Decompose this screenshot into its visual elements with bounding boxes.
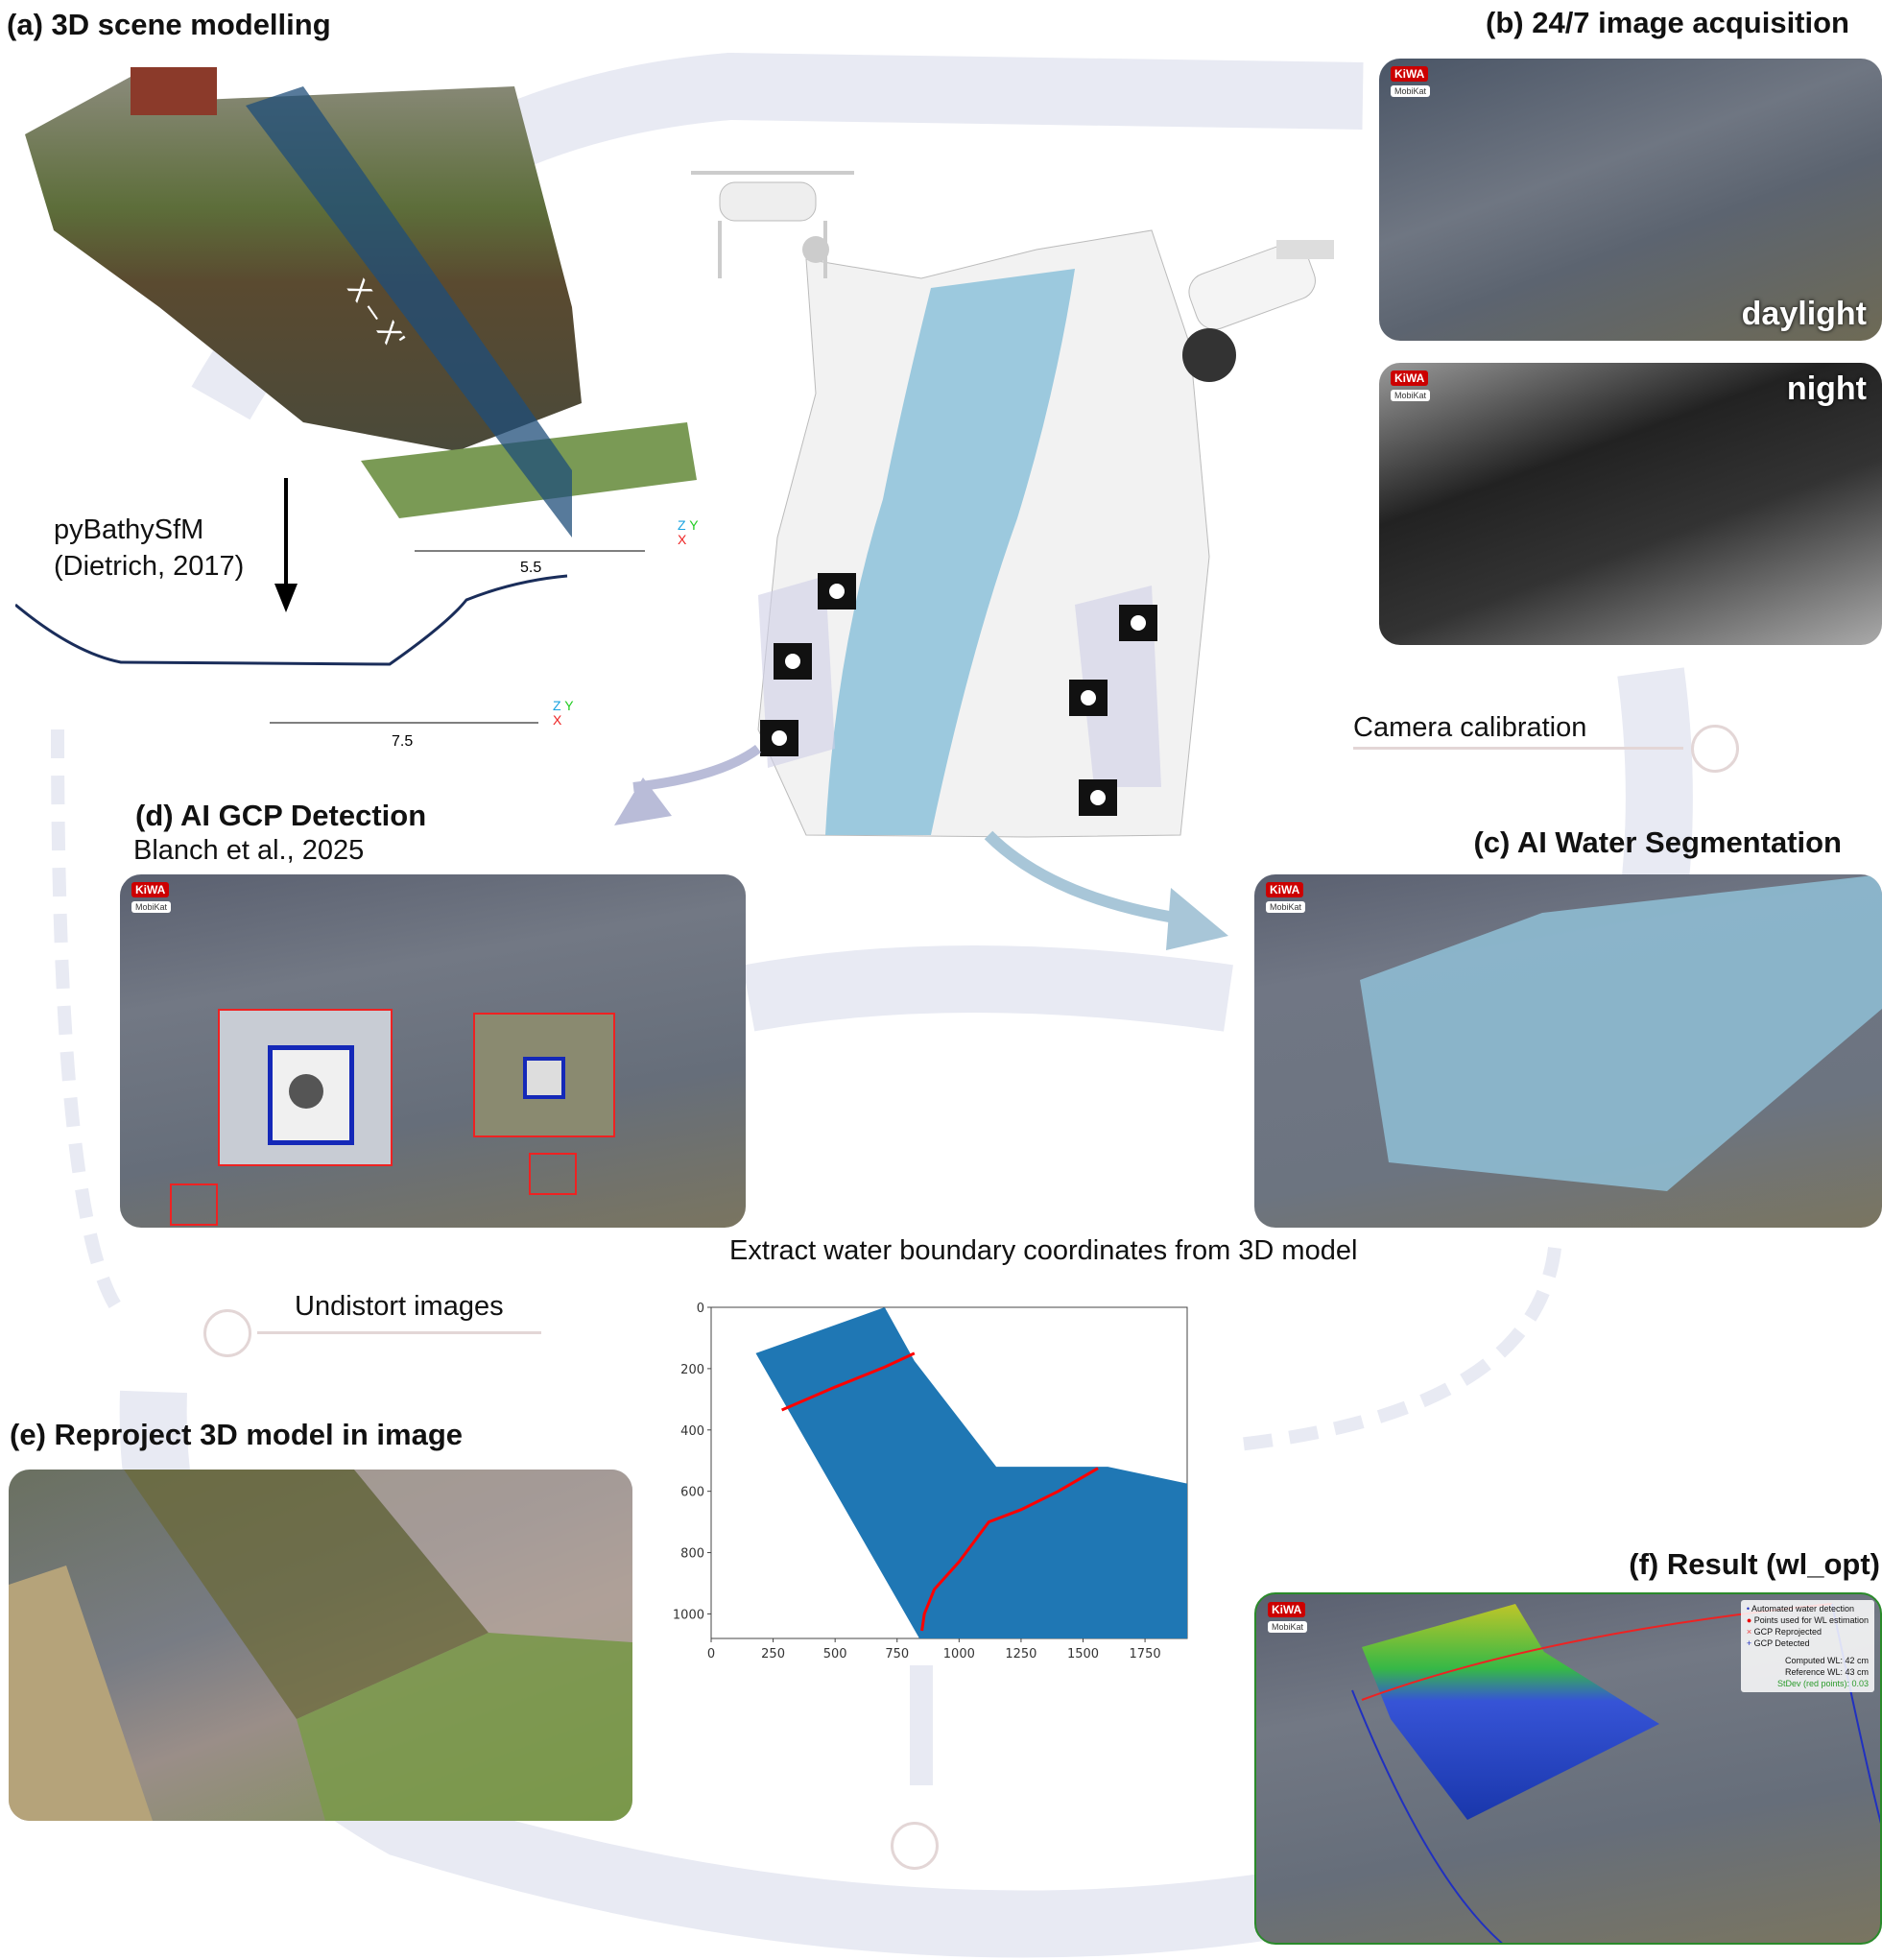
axis-x: X: [553, 712, 562, 728]
panel-a-title: (a) 3D scene modelling: [7, 8, 331, 41]
legend-item: ● Points used for WL estimation: [1746, 1615, 1869, 1625]
panel-d-title: (d) AI GCP Detection: [135, 799, 427, 832]
mobikat-logo: MobiKat: [1266, 901, 1306, 913]
mobikat-logo: MobiKat: [1391, 85, 1431, 97]
point-cloud-model: X – X' 5.5 7.5: [15, 67, 697, 750]
y-tick-label: 0: [697, 1302, 704, 1316]
extract-step-circle: [891, 1822, 939, 1870]
gcp-zoom-box-1: [218, 1009, 393, 1166]
dashed-arrow-right: [1237, 1247, 1561, 1451]
computed-wl: Computed WL: 42 cm: [1784, 1656, 1869, 1665]
y-tick-label: 600: [680, 1486, 704, 1500]
axis-z: Z: [678, 517, 686, 533]
arrow-to-gcp-detection: [632, 744, 761, 792]
river-water: [825, 269, 1075, 835]
legend-item: + GCP Detected: [1746, 1638, 1810, 1648]
axes-indicator-top: Z Y X: [678, 518, 699, 547]
y-tick-label: 200: [680, 1363, 704, 1377]
legend-item: × GCP Reprojected: [1746, 1627, 1822, 1637]
gcp-zoom-box-2: [473, 1013, 615, 1137]
gcp-detection-box: [529, 1153, 577, 1195]
kiwa-logo: KiWA: [1391, 370, 1429, 386]
result-image: KiWA MobiKat • Automated water detection…: [1254, 1592, 1882, 1945]
chart-title: Extract water boundary coordinates from …: [729, 1235, 1358, 1266]
mobikat-logo: MobiKat: [1268, 1621, 1308, 1633]
calibration-line: [1353, 747, 1683, 750]
panel-b-title: (b) 24/7 image acquisition: [1486, 6, 1849, 39]
y-tick-label: 400: [680, 1424, 704, 1439]
x-tick-label: 1500: [1067, 1647, 1099, 1661]
arrow-to-water-segmentation: [984, 830, 1201, 927]
reprojection-image: [9, 1470, 632, 1821]
kiwa-logo: KiWA: [131, 882, 170, 897]
x-tick-label: 750: [885, 1647, 909, 1661]
point-cloud-series: [755, 1307, 1187, 1638]
gcp-detection-box: [170, 1183, 218, 1226]
x-tick-label: 250: [761, 1647, 785, 1661]
step-camera-calibration: Camera calibration: [1353, 712, 1587, 743]
method-name: pyBathySfM: [54, 514, 204, 545]
axis-z: Z: [553, 698, 561, 713]
y-tick-label: 800: [680, 1547, 704, 1562]
water-segmentation-image: KiWA MobiKat: [1254, 874, 1882, 1228]
stdev-value: StDev (red points): 0.03: [1776, 1679, 1869, 1688]
drone-icon: [691, 171, 854, 278]
x-tick-label: 0: [707, 1647, 715, 1661]
night-image: KiWA MobiKat night: [1379, 363, 1882, 645]
x-tick-label: 1250: [1005, 1647, 1036, 1661]
gcp-detection-image: KiWA MobiKat: [120, 874, 746, 1228]
x-tick-label: 1000: [943, 1647, 975, 1661]
kiwa-logo: KiWA: [1268, 1602, 1306, 1617]
axes-indicator-bottom: Z Y X: [553, 699, 574, 728]
undistort-line: [257, 1331, 541, 1334]
dashed-arrow-left: [51, 729, 122, 1309]
water-boundary-line: [920, 1467, 1099, 1632]
legend-item: • Automated water detection: [1746, 1604, 1855, 1613]
kiwa-logo: KiWA: [1391, 66, 1429, 82]
water-mask: [1360, 874, 1882, 1191]
mobikat-logo: MobiKat: [131, 901, 172, 913]
water-boundary-line: [781, 1351, 916, 1412]
scale-label-bottom: 7.5: [392, 733, 413, 750]
step-undistort-images: Undistort images: [295, 1291, 504, 1322]
panel-d-citation: Blanch et al., 2025: [133, 835, 365, 866]
method-citation: (Dietrich, 2017): [54, 551, 245, 582]
result-legend: • Automated water detection ● Points use…: [1740, 1600, 1874, 1692]
scale-label-top: 5.5: [520, 560, 541, 576]
boundary-chart: 0 250 500 750 1000 1250 1500 1750 0 200 400 600 800 1…: [673, 1302, 1188, 1661]
method-label: pyBathySfM (Dietrich, 2017): [54, 512, 244, 585]
surveillance-camera-icon: [1182, 240, 1334, 382]
panel-c-title: (c) AI Water Segmentation: [1473, 825, 1842, 859]
x-tick-label: 1750: [1130, 1647, 1161, 1661]
axis-y: Y: [564, 698, 574, 713]
calibration-step-circle: [1691, 725, 1739, 773]
undistort-step-circle: [203, 1309, 251, 1357]
kiwa-logo: KiWA: [1266, 882, 1304, 897]
night-label: night: [1786, 370, 1867, 407]
y-tick-label: 1000: [673, 1608, 704, 1622]
section-plane: [246, 86, 572, 538]
axis-y: Y: [689, 517, 699, 533]
panel-e-title: (e) Reproject 3D model in image: [10, 1418, 463, 1451]
reference-wl: Reference WL: 43 cm: [1784, 1667, 1869, 1677]
cycle-arc-middle: [742, 945, 1233, 1032]
bathymetry-profile: [15, 574, 568, 666]
mobikat-logo: MobiKat: [1391, 390, 1431, 401]
daylight-label: daylight: [1741, 296, 1867, 332]
water-level-surface: [1362, 1604, 1659, 1820]
daylight-image: KiWA MobiKat daylight: [1379, 59, 1882, 341]
x-tick-label: 500: [823, 1647, 847, 1661]
down-arrow-icon: [274, 478, 298, 612]
river-illustration: [614, 171, 1334, 950]
connector-bar: [910, 1665, 933, 1785]
panel-f-title: (f) Result (wl_opt): [1629, 1547, 1880, 1581]
axis-x: X: [678, 532, 687, 547]
gcp-markers: [760, 573, 1157, 816]
